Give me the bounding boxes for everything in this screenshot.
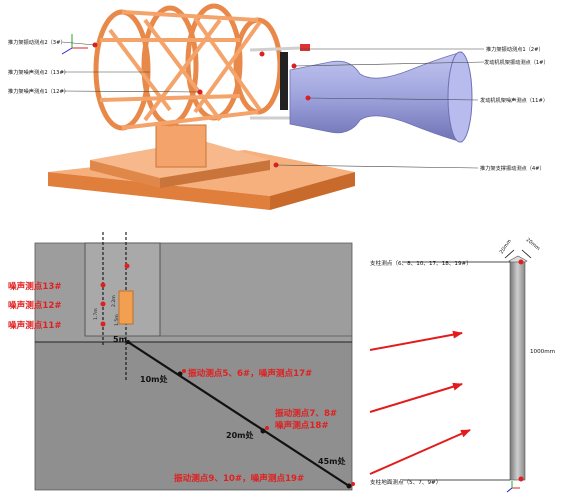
label-support-vib: 推力架支撑振动测点（4#） [480,164,545,172]
mount-plate [280,52,288,110]
ground-measure-dots [182,369,355,486]
nozzle-exit [447,51,473,143]
column-body [509,261,526,481]
label-thrust-frame-noise2: 推力架噪声测点2（13#） [8,68,69,76]
label-point-20m-line1: 振动测点7、8# [275,407,337,419]
column-bottom-point [518,476,524,482]
axis-triad [61,34,88,55]
pedestal-front [160,160,270,188]
label-width-2: 20mm [525,237,541,252]
support-column: 支柱测点（6、8、10、17、18、19#） 支柱地面测点（5、7、9#） 10… [370,237,555,493]
label-point-45m: 振动测点9、10#，噪声测点19# [174,472,304,484]
distance-diagonal [127,341,350,487]
label-thrust-frame-noise1: 推力架噪声测点1（12#） [8,87,69,95]
label-ground-points: 支柱地面测点（5、7、9#） [370,478,441,486]
label-engine-frame-vib: 发动机机架振动测点（1#） [484,58,549,66]
label-point-10m: 振动测点5、6#，噪声测点17# [188,367,312,379]
column-axis-triad [506,481,520,493]
label-thrust-frame-vib2: 推力架振动测点2（3#） [8,38,66,46]
pedestal-side [90,160,160,188]
dim-b-label: 2.2m [111,295,117,307]
engine-nozzle [289,51,463,143]
base-slab-side [48,172,270,210]
column-dimension-lines [402,249,532,481]
dist-10m-label: 10m处 [140,374,168,384]
engine-symbol [118,290,134,325]
cage-struts [99,10,262,130]
dist-5m-label: 5m [113,335,127,344]
label-noise13: 噪声测点13# [8,280,62,292]
thrust-frame-render: 推力架振动测点2（3#） 推力架噪声测点2（13#） 推力架噪声测点1（12#）… [8,3,549,210]
label-noise11: 噪声测点11# [8,319,62,331]
label-column-points: 支柱测点（6、8、10、17、18、19#） [370,259,472,267]
label-noise12: 噪声测点12# [8,299,62,311]
distance-markers [126,340,352,489]
dim-a-label: 1.7m [93,308,99,320]
room-noise-dots [100,263,130,327]
building-block [34,242,353,343]
column-top-point [518,259,524,265]
label-column-height: 1000mm [530,349,555,355]
centre-lines [102,232,127,380]
label-engine-frame-noise: 发动机机架噪声测点（11#） [480,96,548,104]
cage-rings [93,3,283,131]
ground-layout: 1.7m 2.2m 1.5m 5m 10m处 20m处 45m处 噪声测点13#… [8,232,355,491]
support-block [155,124,207,168]
dist-20m-label: 20m处 [226,430,254,440]
label-thrust-frame-vib1: 推力架振动测点1（2#） [486,45,544,53]
dim-c-label: 1.5m [114,314,120,326]
dist-45m-label: 45m处 [318,456,346,466]
top-leader-lines [61,41,485,169]
label-point-20m-line2: 噪声测点18# [275,419,329,431]
pointer-arrows [369,330,471,475]
base-slab-front [270,172,355,210]
